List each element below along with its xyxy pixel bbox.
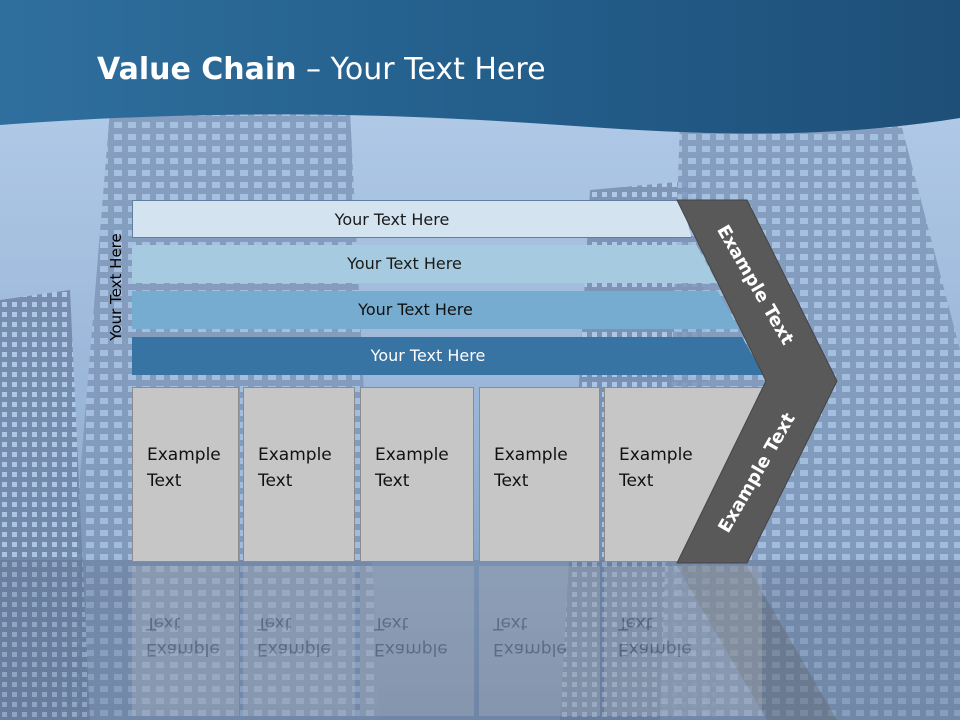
reflection-box-5-line2: Text — [618, 613, 653, 633]
reflection-box-5-line1: Example — [618, 639, 692, 659]
page-title: Value Chain – Your Text Here — [97, 52, 546, 87]
reflection-box-4-line1: Example — [493, 639, 567, 659]
title-bold: Value Chain — [97, 52, 297, 87]
box-3-line1: Example — [375, 445, 449, 465]
reflection-box-2-line2: Text — [257, 613, 292, 633]
activity-box-2: Example Text — [243, 387, 355, 562]
bar-3: Your Text Here — [132, 291, 739, 329]
bar-4: Your Text Here — [132, 337, 764, 375]
box-2-line2: Text — [258, 471, 293, 491]
box-5-line1: Example — [619, 445, 693, 465]
reflection-box-3-line1: Example — [374, 639, 448, 659]
reflection-box: Example Text — [243, 566, 355, 716]
reflection-box: Example Text — [604, 566, 762, 716]
reflection-box: Example Text — [360, 566, 474, 716]
reflection-box-4-line2: Text — [493, 613, 528, 633]
bar-2: Your Text Here — [132, 245, 717, 283]
activity-box-4: Example Text — [479, 387, 600, 562]
title-rest: – Your Text Here — [296, 52, 546, 87]
reflection-box-2-line1: Example — [257, 639, 331, 659]
activity-box-1: Example Text — [132, 387, 239, 562]
box-3-line2: Text — [375, 471, 410, 491]
box-1-line1: Example — [147, 445, 221, 465]
reflection: Example Text Example Text Example Text Exam… — [0, 566, 960, 716]
box-4-line1: Example — [494, 445, 568, 465]
box-1-line2: Text — [147, 471, 182, 491]
bar-1: Your Text Here — [132, 200, 692, 238]
box-4-line2: Text — [494, 471, 529, 491]
reflection-box: Example Text — [479, 566, 600, 716]
reflection-box-1-line1: Example — [146, 639, 220, 659]
reflection-box-3-line2: Text — [374, 613, 409, 633]
reflection-box: Example Text — [132, 566, 239, 716]
activity-box-3: Example Text — [360, 387, 474, 562]
box-2-line1: Example — [258, 445, 332, 465]
box-5-line2: Text — [619, 471, 654, 491]
reflection-box-1-line2: Text — [146, 613, 181, 633]
